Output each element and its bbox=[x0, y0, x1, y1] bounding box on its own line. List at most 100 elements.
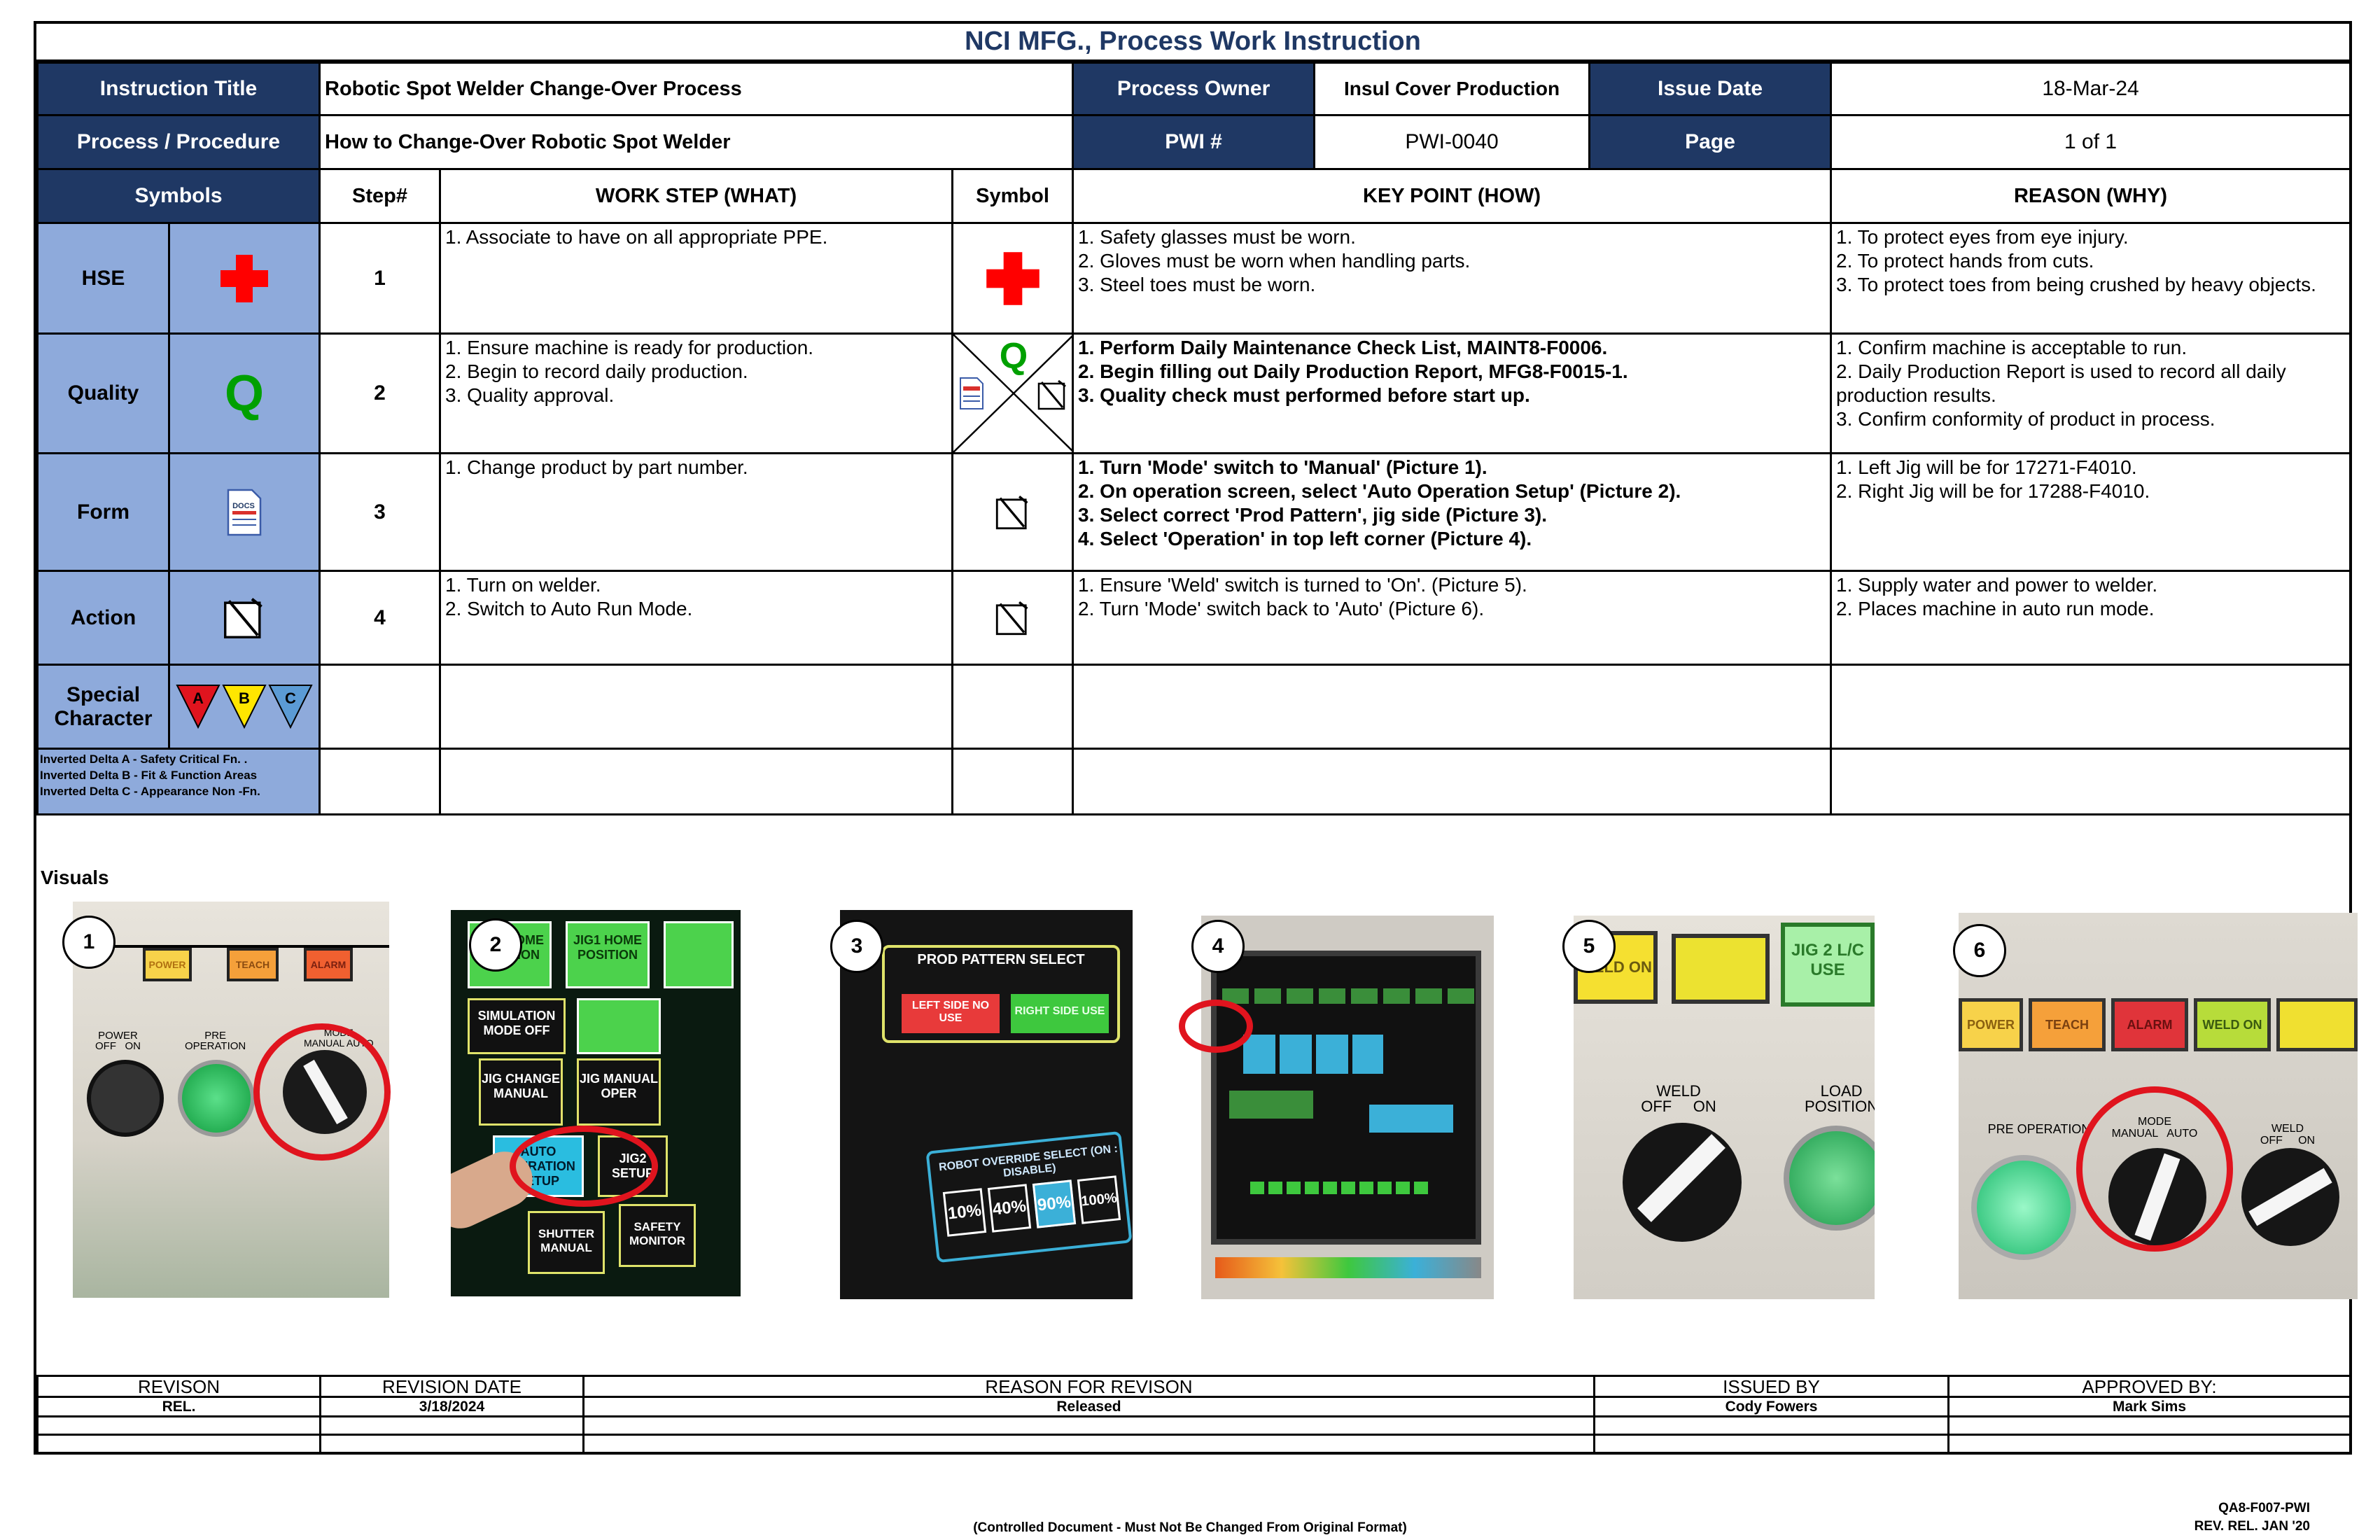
key-point-cell: 1. Perform Daily Maintenance Check List,… bbox=[1072, 332, 1833, 454]
reason-line: 3. Confirm conformity of product in proc… bbox=[1836, 408, 2216, 430]
action-pencil-icon bbox=[995, 601, 1028, 635]
form-label: Form bbox=[36, 452, 170, 572]
reason-cell: 1. Supply water and power to welder. 2. … bbox=[1830, 570, 2352, 666]
reason-line: 2. Right Jig will be for 17288-F4010. bbox=[1836, 480, 2150, 502]
step-number: 3 bbox=[318, 452, 441, 572]
action-symbol-cell bbox=[168, 570, 321, 666]
work-step-cell: 1. Associate to have on all appropriate … bbox=[439, 222, 953, 335]
picture-badge-6: 6 bbox=[1953, 924, 2006, 977]
revision-reason-header: REASON FOR REVISON bbox=[582, 1375, 1595, 1398]
issued-by-header: ISSUED BY bbox=[1593, 1375, 1949, 1398]
reason-line: 1. Supply water and power to welder. bbox=[1836, 574, 2158, 596]
combined-symbol-icon: Q bbox=[954, 335, 1071, 451]
revision-date-header: REVISION DATE bbox=[319, 1375, 584, 1398]
callout-circle bbox=[253, 1023, 391, 1161]
key-line: 1. Safety glasses must be worn. bbox=[1078, 226, 1356, 248]
table-row: Inverted Delta A - Safety Critical Fn. .… bbox=[36, 748, 2352, 816]
reason-line: 2. Daily Production Report is used to re… bbox=[1836, 360, 2286, 406]
svg-text:DOCS: DOCS bbox=[232, 502, 255, 510]
inverted-delta-icons: A B C bbox=[176, 684, 313, 729]
key-point-cell: 1. Safety glasses must be worn. 2. Glove… bbox=[1072, 222, 1833, 335]
work-step-header: WORK STEP (WHAT) bbox=[439, 168, 953, 224]
delta-symbols-cell: A B C bbox=[168, 664, 321, 750]
key-line: 2. Gloves must be worn when handling par… bbox=[1078, 250, 1471, 272]
table-row: REL. 3/18/2024 Released Cody Fowers Mark… bbox=[36, 1396, 2351, 1418]
hse-cross-icon bbox=[168, 222, 321, 335]
action-pencil-icon bbox=[995, 495, 1028, 529]
work-line: 3. Quality approval. bbox=[445, 384, 615, 406]
key-line: 2. Begin filling out Daily Production Re… bbox=[1078, 360, 1628, 382]
quality-label: Quality bbox=[36, 332, 170, 454]
page-label: Page bbox=[1588, 114, 1833, 170]
table-row: Action 4 1. Turn on welder. 2. Switch to… bbox=[36, 570, 2352, 666]
key-line: 1. Ensure 'Weld' switch is turned to 'On… bbox=[1078, 574, 1527, 596]
work-step-cell: 1. Ensure machine is ready for productio… bbox=[439, 332, 953, 454]
work-line: 2. Switch to Auto Run Mode. bbox=[445, 598, 693, 620]
key-line: 3. Steel toes must be worn. bbox=[1078, 274, 1316, 295]
reason-cell: 1. Confirm machine is acceptable to run.… bbox=[1830, 332, 2352, 454]
picture-badge-1: 1 bbox=[62, 916, 115, 969]
page-value: 1 of 1 bbox=[1830, 114, 2352, 170]
document-title: NCI MFG., Process Work Instruction bbox=[36, 24, 2349, 62]
work-line: 1. Associate to have on all appropriate … bbox=[445, 226, 828, 248]
picture-badge-5: 5 bbox=[1562, 920, 1616, 973]
symbol-cell bbox=[951, 570, 1074, 666]
work-step-cell: 1. Turn on welder. 2. Switch to Auto Run… bbox=[439, 570, 953, 666]
revision-header: REVISON bbox=[36, 1375, 321, 1398]
symbols-header: Symbols bbox=[36, 168, 321, 224]
svg-text:B: B bbox=[239, 690, 250, 707]
hse-label: HSE bbox=[36, 222, 170, 335]
issue-date-value: 18-Mar-24 bbox=[1830, 62, 2352, 116]
picture-badge-4: 4 bbox=[1191, 920, 1245, 973]
work-line: 2. Begin to record daily production. bbox=[445, 360, 748, 382]
photo-4-operation-screen bbox=[1201, 916, 1494, 1299]
instruction-table: Instruction Title Robotic Spot Welder Ch… bbox=[36, 62, 2352, 816]
svg-text:C: C bbox=[285, 690, 296, 707]
quality-q-icon: Q bbox=[224, 365, 264, 421]
reason-line: 1. Confirm machine is acceptable to run. bbox=[1836, 337, 2188, 358]
step-header: Step# bbox=[318, 168, 441, 224]
table-row: Special Character A B C bbox=[36, 664, 2352, 750]
key-line: 3. Select correct 'Prod Pattern', jig si… bbox=[1078, 504, 1548, 526]
photo-3-prod-pattern-select: PROD PATTERN SELECT LEFT SIDE NO USE RIG… bbox=[840, 910, 1133, 1299]
callout-circle bbox=[510, 1126, 658, 1207]
document-icon: DOCS bbox=[227, 489, 262, 536]
step-number: 4 bbox=[318, 570, 441, 666]
symbol-cell bbox=[951, 452, 1074, 572]
work-instruction-document: NCI MFG., Process Work Instruction Instr… bbox=[34, 21, 2358, 1455]
action-label: Action bbox=[36, 570, 170, 666]
work-line: 1. Change product by part number. bbox=[445, 456, 748, 478]
visuals-label: Visuals bbox=[41, 867, 109, 888]
instruction-title-label: Instruction Title bbox=[36, 62, 321, 116]
picture-badge-3: 3 bbox=[830, 920, 883, 973]
step-number: 1 bbox=[318, 222, 441, 335]
reason-line: 2. Places machine in auto run mode. bbox=[1836, 598, 2155, 620]
reason-header: REASON (WHY) bbox=[1830, 168, 2352, 224]
reason-line: 2. To protect hands from cuts. bbox=[1836, 250, 2094, 272]
key-line: 1. Turn 'Mode' switch to 'Manual' (Pictu… bbox=[1078, 456, 1488, 478]
key-point-header: KEY POINT (HOW) bbox=[1072, 168, 1833, 224]
instruction-title-value: Robotic Spot Welder Change-Over Process bbox=[318, 62, 1074, 116]
key-point-cell: 1. Turn 'Mode' switch to 'Manual' (Pictu… bbox=[1072, 452, 1833, 572]
reason-line: 3. To protect toes from being crushed by… bbox=[1836, 274, 2316, 295]
process-owner-label: Process Owner bbox=[1072, 62, 1316, 116]
quality-symbol-cell: Q bbox=[168, 332, 321, 454]
table-row: Form DOCS 3 1. Change product by part nu… bbox=[36, 452, 2352, 572]
symbol-cell: Q bbox=[951, 332, 1074, 454]
table-row: HSE 1 1. Associate to have on all approp… bbox=[36, 222, 2352, 335]
hse-cross-icon bbox=[986, 251, 1040, 305]
key-line: 2. On operation screen, select 'Auto Ope… bbox=[1078, 480, 1681, 502]
work-line: 1. Ensure machine is ready for productio… bbox=[445, 337, 814, 358]
symbol-header: Symbol bbox=[951, 168, 1074, 224]
issue-date-label: Issue Date bbox=[1588, 62, 1833, 116]
symbol-cell bbox=[951, 222, 1074, 335]
revision-table: REVISON REVISION DATE REASON FOR REVISON… bbox=[36, 1375, 2351, 1454]
controlled-document-note: (Controlled Document - Must Not Be Chang… bbox=[973, 1520, 1407, 1535]
procedure-label: Process / Procedure bbox=[36, 114, 321, 170]
form-symbol-cell: DOCS bbox=[168, 452, 321, 572]
key-line: 3. Quality check must performed before s… bbox=[1078, 384, 1530, 406]
key-line: 4. Select 'Operation' in top left corner… bbox=[1078, 528, 1532, 550]
table-row: Quality Q 2 1. Ensure machine is ready f… bbox=[36, 332, 2352, 454]
key-line: 2. Turn 'Mode' switch back to 'Auto' (Pi… bbox=[1078, 598, 1485, 620]
